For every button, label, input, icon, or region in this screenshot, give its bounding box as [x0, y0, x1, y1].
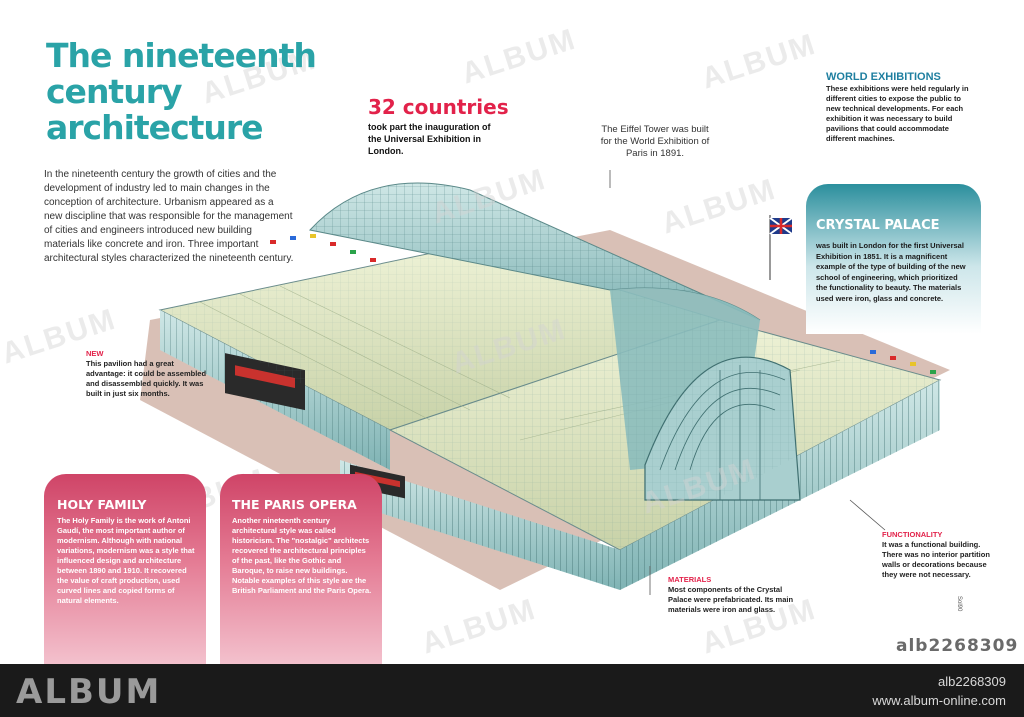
- vertical-credit: Sol90: [956, 596, 962, 612]
- footer-bar: ALBUM alb2268309 www.album-online.com: [0, 664, 1024, 717]
- holy-family-title: HOLY FAMILY: [57, 497, 147, 512]
- watermark-2: ALBUM: [457, 22, 581, 91]
- infographic-page: ALBUM ALBUM ALBUM ALBUM ALBUM ALBUM ALBU…: [0, 22, 1019, 664]
- new-note-title: NEW: [86, 349, 104, 358]
- new-note-text: This pavilion had a great advantage: it …: [86, 359, 207, 398]
- page-title: The nineteenth century architecture: [46, 36, 317, 147]
- watermark-3: ALBUM: [697, 27, 821, 96]
- intro-paragraph: In the nineteenth century the growth of …: [44, 169, 294, 264]
- footer-image-id: alb2268309: [938, 674, 1006, 689]
- crystal-palace-text: was built in London for the first Univer…: [816, 241, 966, 303]
- world-exhibitions-text: These exhibitions were held regularly in…: [826, 84, 969, 143]
- functionality-note-text: It was a functional building. There was …: [882, 540, 990, 579]
- stat-text: took part the inauguration of the Univer…: [368, 122, 491, 156]
- materials-note-title: MATERIALS: [668, 575, 712, 584]
- functionality-note-title: FUNCTIONALITY: [882, 530, 943, 539]
- paris-opera-box: [220, 474, 382, 664]
- holy-family-text: The Holy Family is the work of Antoni Ga…: [57, 516, 195, 605]
- stat-number: 32 countries: [368, 95, 509, 119]
- eiffel-note: The Eiffel Tower was built for the World…: [600, 124, 710, 159]
- footer-url-link[interactable]: www.album-online.com: [872, 693, 1006, 708]
- world-exhibitions-title: WORLD EXHIBITIONS: [826, 71, 941, 83]
- footer-logo[interactable]: ALBUM: [16, 672, 162, 712]
- holy-family-box: [44, 474, 206, 664]
- crystal-palace-box: [806, 184, 981, 334]
- crystal-palace-title: CRYSTAL PALACE: [816, 218, 940, 233]
- paris-opera-title: THE PARIS OPERA: [232, 497, 357, 512]
- materials-note-text: Most components of the Crystal Palace we…: [668, 585, 794, 614]
- image-id-mark: alb2268309: [896, 636, 1019, 656]
- paris-opera-text: Another nineteenth century architectural…: [232, 516, 372, 595]
